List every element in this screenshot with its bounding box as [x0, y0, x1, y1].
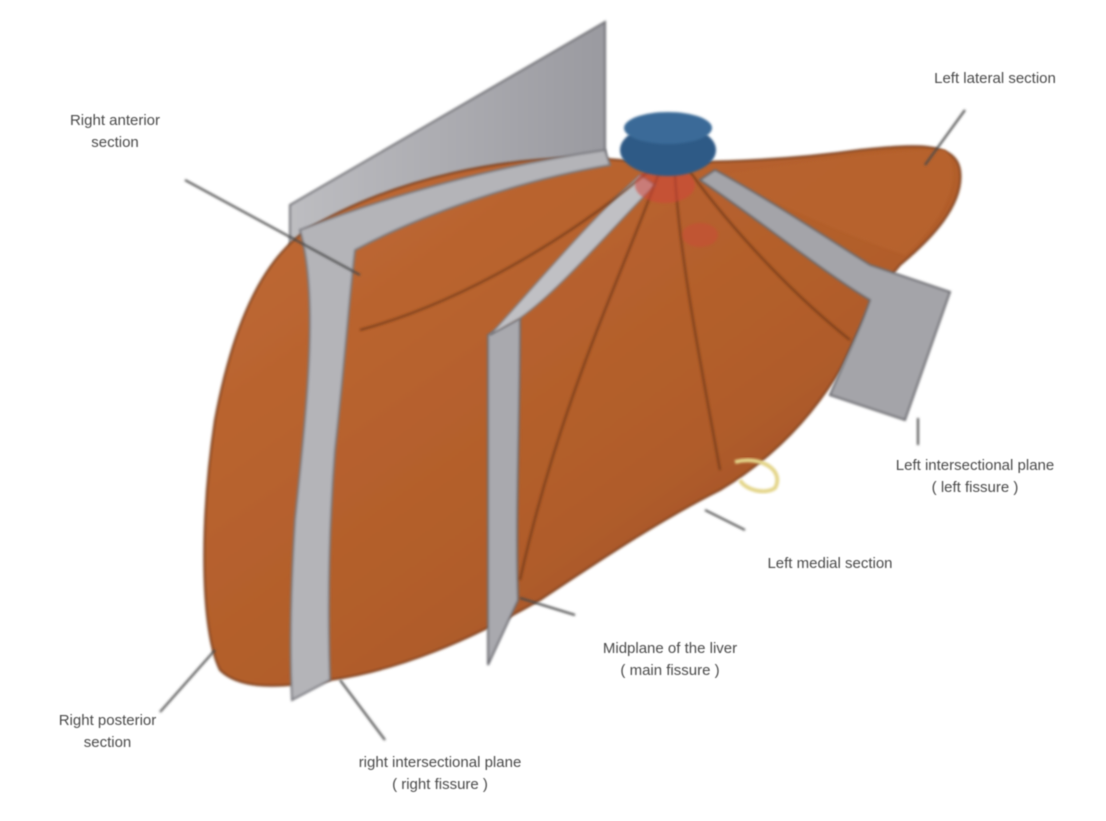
label-right-intersectional-line1: right intersectional plane — [295, 752, 585, 774]
label-right-anterior-section: Right anterior section — [30, 110, 200, 154]
leader-right-intersectional — [340, 680, 385, 740]
leader-right-posterior — [160, 650, 215, 712]
label-right-anterior-line2: section — [30, 132, 200, 154]
leader-left-medial — [705, 510, 745, 530]
label-left-intersectional-plane: Left intersectional plane ( left fissure… — [850, 455, 1100, 499]
hilum-highlight-2 — [682, 223, 718, 247]
label-midplane-line1: Midplane of the liver — [550, 638, 790, 660]
label-left-medial-line1: Left medial section — [725, 553, 935, 575]
label-right-posterior-line2: section — [20, 732, 195, 754]
vena-cava-top — [624, 112, 712, 144]
label-right-intersectional-line2: ( right fissure ) — [295, 774, 585, 796]
label-right-anterior-line1: Right anterior — [30, 110, 200, 132]
label-midplane-of-liver: Midplane of the liver ( main fissure ) — [550, 638, 790, 682]
label-left-intersectional-line2: ( left fissure ) — [850, 477, 1100, 499]
label-midplane-line2: ( main fissure ) — [550, 660, 790, 682]
label-left-medial-section: Left medial section — [725, 553, 935, 575]
label-right-posterior-section: Right posterior section — [20, 710, 195, 754]
label-left-lateral-section: Left lateral section — [895, 68, 1095, 90]
label-right-posterior-line1: Right posterior — [20, 710, 195, 732]
label-right-intersectional-plane: right intersectional plane ( right fissu… — [295, 752, 585, 796]
label-left-intersectional-line1: Left intersectional plane — [850, 455, 1100, 477]
label-left-lateral-line1: Left lateral section — [895, 68, 1095, 90]
